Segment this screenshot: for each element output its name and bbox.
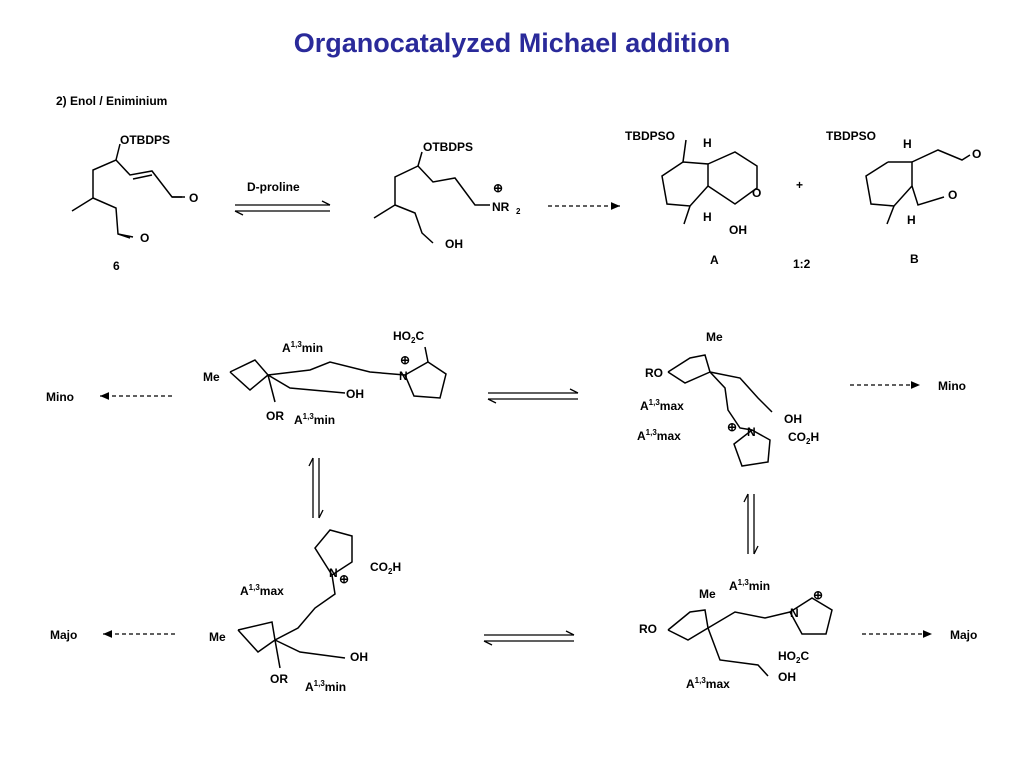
conformer-top-left: [229, 346, 447, 403]
product-b: [865, 149, 971, 225]
outcome-label: Majo: [950, 628, 977, 642]
ro-label: RO: [639, 622, 657, 636]
equilibrium-arrow: [308, 457, 324, 519]
conformer-bottom-left: [237, 529, 353, 669]
section-subtitle: 2) Enol / Eniminium: [56, 94, 168, 108]
svg-text:A1,3min: A1,3min: [294, 412, 335, 427]
svg-text:A1,3max: A1,3max: [640, 398, 684, 413]
equilibrium-arrow: [234, 200, 331, 216]
plus-charge: ⊕: [339, 572, 349, 586]
svg-text:HO2C: HO2C: [393, 329, 424, 345]
plus-sign: +: [796, 178, 803, 192]
svg-text:A1,3min: A1,3min: [729, 578, 770, 593]
aldehyde-o: O: [140, 231, 149, 245]
plus-charge: ⊕: [813, 588, 823, 602]
tbdpso-label: TBDPSO: [826, 129, 876, 143]
product-a: [661, 139, 758, 225]
me-label: Me: [699, 587, 716, 601]
outcome-label: Mino: [938, 379, 966, 393]
me-label: Me: [209, 630, 226, 644]
plus-charge: ⊕: [727, 420, 737, 434]
h-label: H: [903, 137, 912, 151]
svg-text:A1,3max: A1,3max: [637, 428, 681, 443]
n-label: N: [329, 566, 338, 580]
reagent-label: D-proline: [247, 180, 300, 194]
compound-6: [71, 143, 185, 239]
equilibrium-arrow: [743, 493, 759, 555]
ring-o: O: [752, 186, 761, 200]
n-label: N: [399, 369, 408, 383]
oh-label: OH: [350, 650, 368, 664]
conformer-bottom-right: [667, 597, 833, 677]
product-label-a: A: [710, 253, 719, 267]
outcome-label: Mino: [46, 390, 74, 404]
plus-charge: ⊕: [493, 181, 503, 195]
conformer-top-right: [667, 354, 773, 467]
n-label: N: [790, 606, 799, 620]
me-label: Me: [706, 330, 723, 344]
aldehyde-o: O: [948, 188, 957, 202]
iminium-subscript: 2: [516, 207, 521, 216]
svg-text:A1,3max: A1,3max: [686, 676, 730, 691]
plus-charge: ⊕: [400, 353, 410, 367]
or-label: OR: [270, 672, 288, 686]
svg-text:CO2H: CO2H: [788, 430, 819, 446]
enamine-intermediate: [373, 151, 490, 244]
equilibrium-arrow: [483, 630, 575, 646]
equilibrium-arrow: [487, 388, 579, 404]
oh-label: OH: [346, 387, 364, 401]
ro-label: RO: [645, 366, 663, 380]
product-label-b: B: [910, 252, 919, 266]
slide-title: Organocatalyzed Michael addition: [293, 28, 731, 58]
svg-text:A1,3min: A1,3min: [282, 340, 323, 355]
aldehyde-o: O: [189, 191, 198, 205]
iminium-label: NR: [492, 200, 510, 214]
compound-number: 6: [113, 259, 120, 273]
otbdps-label: OTBDPS: [423, 140, 473, 154]
tbdpso-label: TBDPSO: [625, 129, 675, 143]
oh-label: OH: [784, 412, 802, 426]
aldehyde-o: O: [972, 147, 981, 161]
oh-label: OH: [729, 223, 747, 237]
h-label: H: [703, 136, 712, 150]
me-label: Me: [203, 370, 220, 384]
h-label: H: [703, 210, 712, 224]
n-label: N: [747, 425, 756, 439]
svg-text:HO2C: HO2C: [778, 649, 809, 665]
outcome-label: Majo: [50, 628, 77, 642]
product-ratio: 1:2: [793, 257, 811, 271]
oh-label: OH: [778, 670, 796, 684]
enol-oh: OH: [445, 237, 463, 251]
svg-text:A1,3max: A1,3max: [240, 583, 284, 598]
svg-text:CO2H: CO2H: [370, 560, 401, 576]
otbdps-label: OTBDPS: [120, 133, 170, 147]
or-label: OR: [266, 409, 284, 423]
svg-text:A1,3min: A1,3min: [305, 679, 346, 694]
h-label: H: [907, 213, 916, 227]
